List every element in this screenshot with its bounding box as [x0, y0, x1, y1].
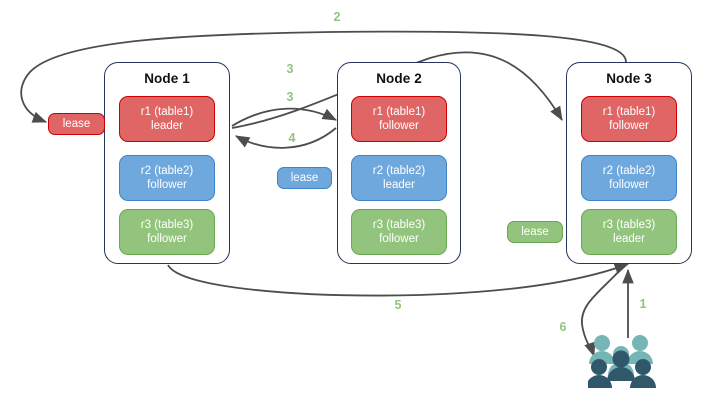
- replica-name: r3 (table3): [602, 218, 656, 231]
- node-title-2: Node 2: [376, 71, 422, 86]
- replica-n1-r1[interactable]: r1 (table1) leader: [119, 96, 215, 142]
- lease-badge-r3[interactable]: lease: [507, 221, 563, 243]
- edge-label-3b: 3: [286, 90, 294, 104]
- edge-step-5: [167, 263, 630, 297]
- replica-role: follower: [379, 233, 419, 245]
- node-title-1: Node 1: [144, 71, 190, 86]
- edge-label-2: 2: [333, 10, 341, 24]
- replica-n3-r3[interactable]: r3 (table3) leader: [581, 209, 677, 255]
- replica-name: r2 (table2): [602, 164, 656, 177]
- edge-step-2: [20, 30, 627, 123]
- replica-role: follower: [609, 120, 649, 132]
- edge-label-4: 4: [288, 131, 296, 145]
- replica-role: leader: [151, 120, 183, 132]
- users-icon[interactable]: [588, 332, 660, 390]
- edge-step-4: [235, 127, 337, 149]
- replica-name: r2 (table2): [140, 164, 194, 177]
- replica-n2-r2[interactable]: r2 (table2) leader: [351, 155, 447, 201]
- replica-role: follower: [147, 179, 187, 191]
- replica-n2-r1[interactable]: r1 (table1) follower: [351, 96, 447, 142]
- replica-role: leader: [613, 233, 645, 245]
- replica-role: follower: [609, 179, 649, 191]
- edge-label-1: 1: [639, 297, 647, 311]
- replica-role: leader: [383, 179, 415, 191]
- edge-label-5: 5: [394, 298, 402, 312]
- replica-n3-r1[interactable]: r1 (table1) follower: [581, 96, 677, 142]
- replica-name: r1 (table1): [140, 105, 194, 118]
- replica-n3-r2[interactable]: r2 (table2) follower: [581, 155, 677, 201]
- edge-label-6: 6: [559, 320, 567, 334]
- replica-n1-r3[interactable]: r3 (table3) follower: [119, 209, 215, 255]
- replica-name: r3 (table3): [372, 218, 426, 231]
- replica-n2-r3[interactable]: r3 (table3) follower: [351, 209, 447, 255]
- edge-step-3-to-node2: [231, 107, 337, 127]
- replica-name: r1 (table1): [372, 105, 426, 118]
- replica-role: follower: [147, 233, 187, 245]
- lease-badge-r2[interactable]: lease: [277, 167, 332, 189]
- edge-label-3a: 3: [286, 62, 294, 76]
- edge-step-3-to-node3: [231, 51, 563, 129]
- replica-name: r1 (table1): [602, 105, 656, 118]
- replica-role: follower: [379, 120, 419, 132]
- replica-n1-r2[interactable]: r2 (table2) follower: [119, 155, 215, 201]
- node-title-3: Node 3: [606, 71, 652, 86]
- edge-step-6: [581, 267, 623, 358]
- lease-badge-r1[interactable]: lease: [48, 113, 105, 135]
- replica-name: r3 (table3): [140, 218, 194, 231]
- replica-name: r2 (table2): [372, 164, 426, 177]
